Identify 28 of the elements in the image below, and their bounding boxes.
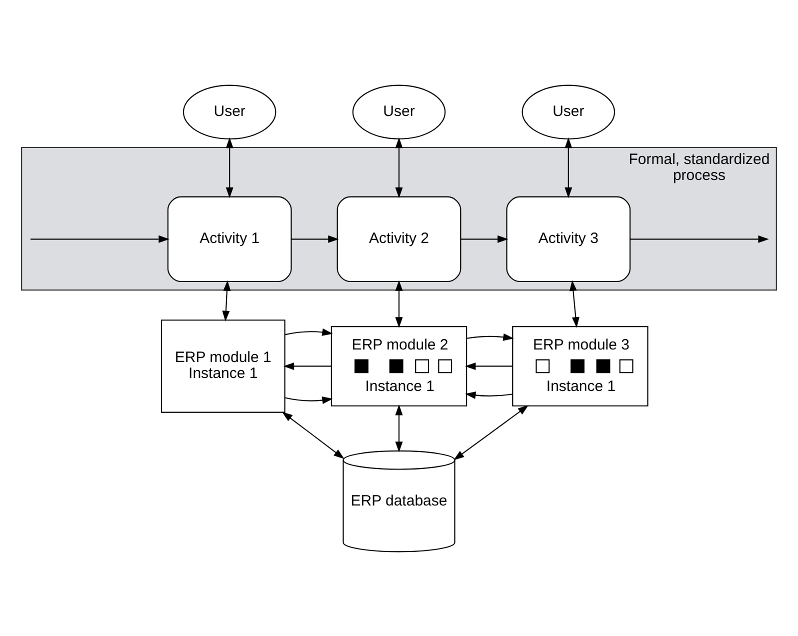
node-ellipse: User bbox=[352, 84, 446, 139]
arrow bbox=[283, 362, 332, 370]
arrow bbox=[226, 136, 234, 198]
arrow bbox=[454, 404, 529, 460]
arrow bbox=[630, 234, 769, 242]
arrow bbox=[395, 404, 403, 452]
arrow bbox=[465, 391, 512, 398]
arrow bbox=[464, 362, 512, 370]
node-ellipse: User bbox=[522, 84, 616, 139]
node-box: Activity 2 bbox=[336, 196, 462, 282]
node-box: Activity 1 bbox=[167, 196, 292, 282]
arrow bbox=[291, 234, 339, 242]
arrow bbox=[395, 280, 403, 328]
node-box: ERP module 2 Instance 1 bbox=[330, 326, 468, 406]
arrow bbox=[282, 411, 344, 458]
arrow bbox=[460, 234, 508, 242]
arrow bbox=[564, 136, 572, 198]
arrow bbox=[222, 280, 231, 321]
arrow bbox=[466, 332, 514, 340]
arrow bbox=[569, 280, 580, 328]
node-box: Activity 3 bbox=[506, 196, 631, 282]
arrow bbox=[284, 328, 333, 336]
node-box: ERP module 1 Instance 1 bbox=[160, 319, 286, 412]
arrow bbox=[284, 396, 333, 404]
node-box: ERP module 3 Instance 1 bbox=[512, 326, 648, 406]
arrow bbox=[395, 136, 403, 198]
node-ellipse: User bbox=[182, 84, 276, 139]
arrow bbox=[30, 234, 170, 242]
